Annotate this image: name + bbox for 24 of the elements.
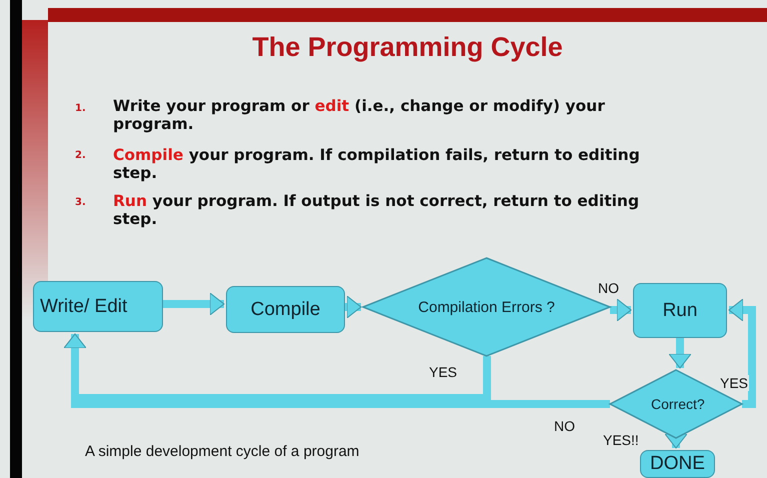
list-number: 3. <box>75 197 86 208</box>
list-number: 1. <box>75 103 86 114</box>
list-item: Write your program or edit (i.e., change or modify) your program. <box>113 97 606 133</box>
edge-label: YES <box>719 375 750 391</box>
process-box: Run <box>633 283 727 338</box>
process-box: Write/ Edit <box>33 281 163 332</box>
diagram-caption: A simple development cycle of a program <box>85 443 360 460</box>
edge-label: NO <box>597 280 620 296</box>
list-number: 2. <box>75 150 86 161</box>
list-item: Run your program. If output is not correct, return to editing step. <box>113 192 640 228</box>
block-arrow <box>664 434 688 448</box>
process-box: Compile <box>226 286 345 333</box>
edge-label: YES <box>428 364 458 380</box>
block-arrow <box>345 296 362 318</box>
block-arrow <box>728 298 756 408</box>
slide-title: The Programming Cycle <box>251 32 564 63</box>
block-arrow <box>668 338 692 368</box>
block-arrow <box>610 298 632 322</box>
edge-label: YES!! <box>602 432 640 448</box>
block-arrow <box>64 334 610 408</box>
edge-label: NO <box>553 418 576 434</box>
list-item: Compile your program. If compilation fails, return to editing step. <box>113 146 641 182</box>
block-arrow <box>163 292 224 316</box>
process-box: DONE <box>640 450 715 478</box>
